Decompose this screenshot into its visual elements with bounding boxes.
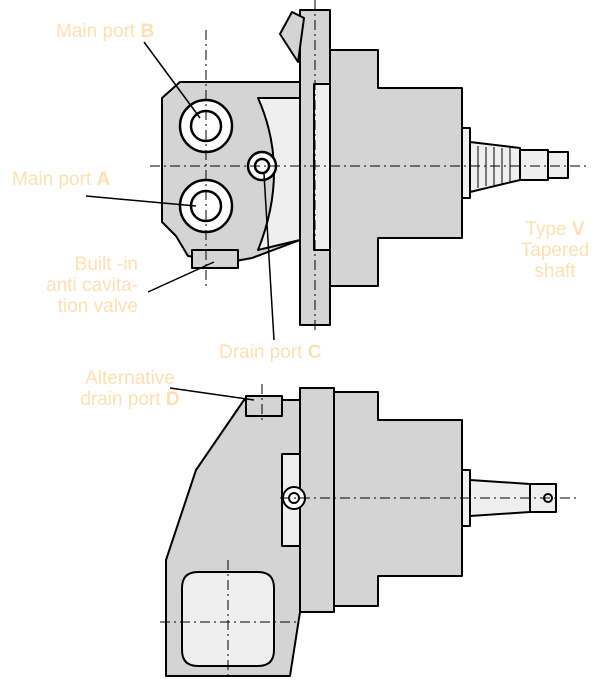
top-shaft-tip [547, 151, 569, 179]
label-main-port-a: Main port A [12, 169, 111, 190]
top-flange-bracket [279, 11, 305, 63]
top-flange-detail [313, 83, 331, 251]
bottom-drain-boss [245, 395, 283, 417]
top-shaft-base [461, 127, 471, 199]
label-type-v-shaft: Type V Tapered shaft [520, 219, 590, 282]
bottom-motor-body [333, 391, 463, 607]
label-built-in-valve: Built -in anti cavita- tion valve [46, 254, 138, 317]
top-shaft-nut [519, 149, 549, 181]
bottom-flange-plate [299, 387, 335, 613]
top-motor-body [329, 49, 463, 287]
top-center-section [257, 97, 301, 251]
bottom-port-window [181, 571, 275, 667]
label-alternative-drain-port-d: Alternative drain port D [80, 368, 180, 410]
label-drain-port-c: Drain port C [219, 342, 322, 363]
label-main-port-b: Main port B [56, 21, 155, 42]
top-valve-plug [191, 249, 239, 269]
